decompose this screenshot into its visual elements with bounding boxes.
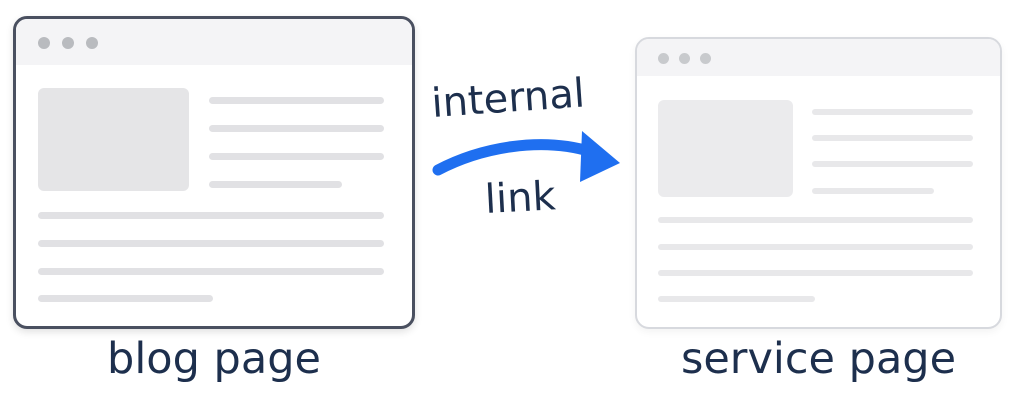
service-page-window	[635, 37, 1002, 329]
arrow-label-top: internal	[430, 70, 587, 127]
arrow-shaft	[432, 139, 598, 176]
text-line-placeholder	[658, 217, 973, 223]
blog-page-caption: blog page	[107, 334, 321, 384]
text-line-placeholder	[812, 188, 934, 194]
window-dot-icon	[700, 53, 711, 64]
window-dot-icon	[658, 53, 669, 64]
window-dot-icon	[86, 37, 98, 49]
image-placeholder	[658, 100, 793, 197]
image-placeholder	[38, 88, 189, 191]
blog-page-window	[13, 16, 415, 329]
text-line-placeholder	[38, 295, 213, 302]
window-dot-icon	[62, 37, 74, 49]
window-dot-icon	[38, 37, 50, 49]
text-line-placeholder	[658, 244, 973, 250]
text-line-placeholder	[209, 97, 384, 104]
text-line-placeholder	[658, 296, 815, 302]
text-line-placeholder	[658, 270, 973, 276]
window-dot-icon	[679, 53, 690, 64]
text-line-placeholder	[812, 109, 973, 115]
text-line-placeholder	[209, 181, 342, 188]
arrow-head-icon	[580, 131, 620, 182]
text-line-placeholder	[38, 212, 384, 219]
text-line-placeholder	[209, 125, 384, 132]
text-line-placeholder	[38, 240, 384, 247]
service-page-caption: service page	[680, 334, 957, 384]
service-window-titlebar	[637, 39, 1000, 76]
text-line-placeholder	[209, 153, 384, 160]
text-line-placeholder	[812, 161, 973, 167]
text-line-placeholder	[38, 268, 384, 275]
arrow-label-bottom: link	[483, 173, 557, 223]
blog-window-titlebar	[16, 19, 412, 65]
text-line-placeholder	[812, 135, 973, 141]
